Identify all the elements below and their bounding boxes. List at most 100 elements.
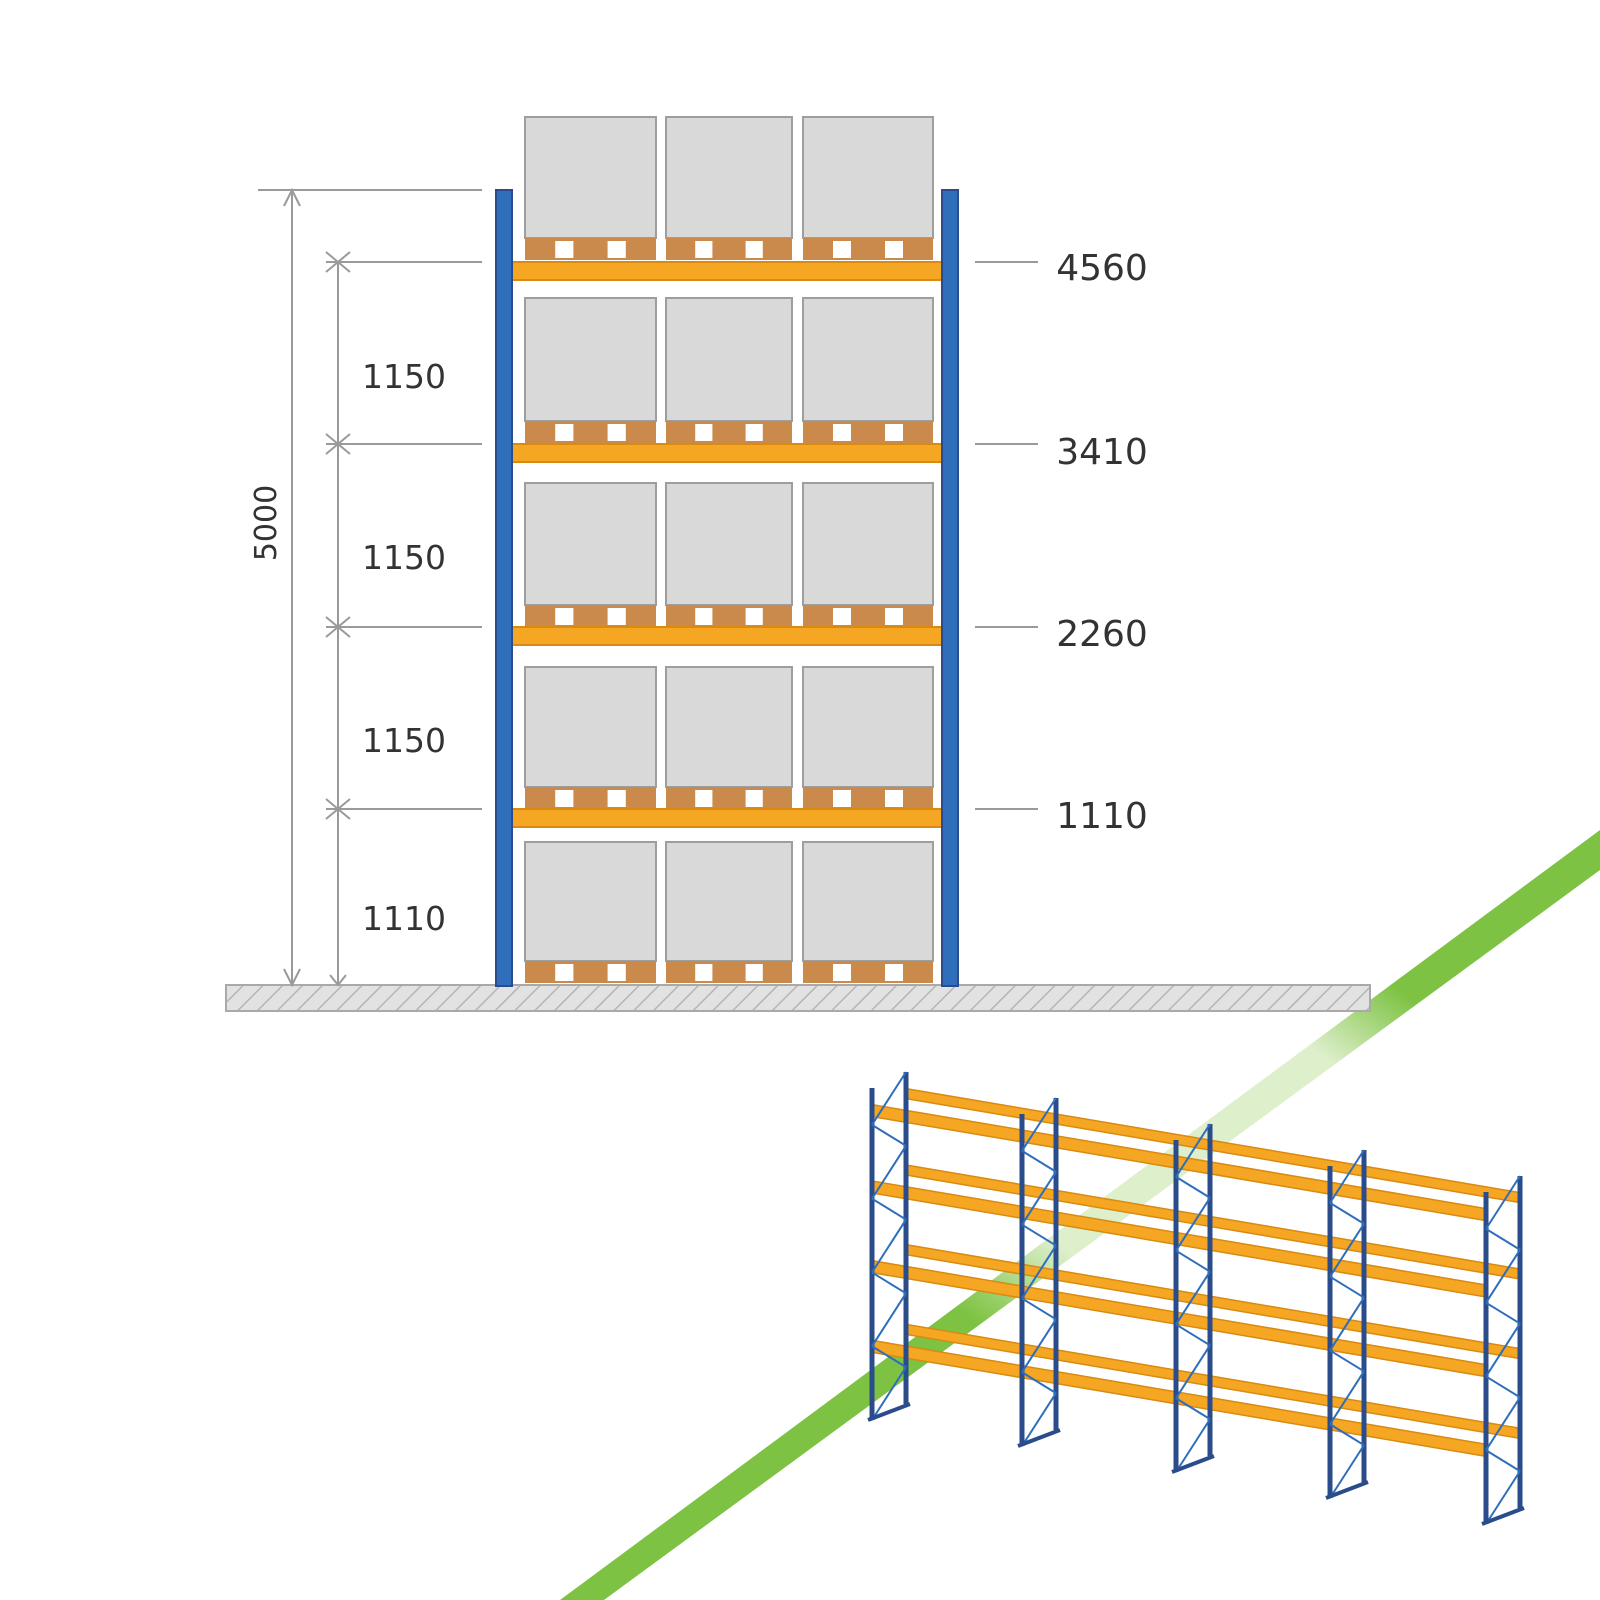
- pallet: [666, 605, 792, 627]
- frame-brace: [1175, 1397, 1211, 1420]
- frame-brace: [1485, 1375, 1521, 1399]
- upright-frame: [1171, 1123, 1215, 1474]
- frame-brace: [1021, 1171, 1057, 1226]
- pallet-opening: [833, 790, 851, 807]
- pallet-opening: [885, 241, 903, 258]
- base-plate: [1481, 1506, 1525, 1526]
- frame-brace: [1021, 1245, 1057, 1299]
- frame-brace: [871, 1292, 907, 1347]
- frame-brace: [1175, 1344, 1211, 1399]
- pallet-load: [802, 666, 934, 788]
- pallet-opening: [555, 964, 574, 981]
- pallet-opening: [833, 608, 851, 625]
- arrow-head: [283, 187, 301, 207]
- upright-frame: [867, 1071, 911, 1422]
- frame-brace: [871, 1145, 907, 1200]
- frame-brace: [1329, 1275, 1365, 1299]
- frame-brace: [1175, 1176, 1211, 1199]
- pallet-opening: [695, 424, 713, 441]
- frame-brace: [871, 1366, 907, 1421]
- frame-brace: [1485, 1470, 1521, 1525]
- dimension-lines: [258, 187, 1038, 988]
- pallet-opening: [745, 964, 763, 981]
- frame-brace: [1175, 1123, 1211, 1178]
- frame-brace: [1329, 1223, 1365, 1278]
- frame-brace: [1485, 1228, 1521, 1251]
- base-plate: [1017, 1428, 1061, 1448]
- pallet-opening: [607, 424, 626, 441]
- level-labels: 4560 3410 2260 1110: [1056, 248, 1148, 837]
- frame-brace: [1021, 1223, 1057, 1247]
- pallet-load: [665, 297, 793, 422]
- pallet: [666, 421, 792, 443]
- pallet-opening: [745, 790, 763, 807]
- spacing-label: 1150: [362, 357, 446, 396]
- green-accent-stripe: [560, 830, 1600, 1600]
- pallet-opening: [833, 964, 851, 981]
- level-label: 1110: [1056, 796, 1148, 837]
- frame-brace: [1175, 1271, 1211, 1325]
- upright-frame: [1481, 1175, 1525, 1526]
- level-label: 3410: [1056, 432, 1148, 473]
- frame-brace: [1021, 1297, 1057, 1321]
- frame-brace: [1021, 1318, 1057, 1373]
- pallet: [803, 238, 933, 260]
- pallet-load: [524, 482, 657, 606]
- pallet-load: [665, 482, 793, 606]
- frame-brace: [1175, 1418, 1211, 1473]
- frame-brace: [1021, 1392, 1057, 1447]
- frame-brace: [1485, 1249, 1521, 1304]
- pallet-opening: [555, 241, 574, 258]
- pallet-opening: [695, 790, 713, 807]
- frame-brace: [1485, 1301, 1521, 1325]
- pallet-load: [665, 666, 793, 788]
- upright-left: [495, 189, 513, 987]
- frame-brace: [871, 1071, 907, 1126]
- frame-brace: [1329, 1297, 1365, 1351]
- pallet: [803, 421, 933, 443]
- level-label: 2260: [1056, 614, 1148, 655]
- base-plate: [1171, 1454, 1215, 1474]
- pallet-opening: [555, 424, 574, 441]
- pallet-load: [665, 116, 793, 239]
- pallet-opening: [695, 964, 713, 981]
- beam: [507, 443, 949, 463]
- pallet: [666, 961, 792, 983]
- pallet-opening: [833, 241, 851, 258]
- floor-slab: [225, 984, 1371, 1012]
- rack-beams: [507, 261, 949, 828]
- frame-brace: [871, 1197, 907, 1221]
- frame-brace: [1329, 1202, 1365, 1225]
- frame-brace: [1485, 1396, 1521, 1451]
- frame-brace: [1329, 1423, 1365, 1446]
- upright-right: [941, 189, 959, 987]
- upright-frame: [1017, 1097, 1061, 1448]
- pallet: [803, 787, 933, 809]
- pallet-opening: [695, 241, 713, 258]
- frame-brace: [1329, 1349, 1365, 1373]
- frame-brace: [1485, 1323, 1521, 1377]
- beam: [507, 626, 949, 646]
- pallet: [525, 961, 656, 983]
- pallet: [525, 787, 656, 809]
- pallet: [666, 787, 792, 809]
- beam: [507, 261, 949, 281]
- frame-brace: [1021, 1097, 1057, 1152]
- beam: [507, 808, 949, 828]
- frame-brace: [1175, 1197, 1211, 1252]
- pallet-opening: [885, 790, 903, 807]
- base-plate: [867, 1402, 911, 1422]
- pallet-load: [802, 841, 934, 962]
- frame-brace: [871, 1271, 907, 1295]
- pallet-opening: [607, 241, 626, 258]
- pallet-load: [802, 116, 934, 239]
- pallet-opening: [745, 241, 763, 258]
- pallet-load: [802, 297, 934, 422]
- tick-mark: [325, 251, 351, 273]
- frame-brace: [1021, 1150, 1057, 1173]
- pallet-opening: [607, 964, 626, 981]
- pallet: [803, 961, 933, 983]
- frame-brace: [1329, 1444, 1365, 1499]
- pallet: [525, 421, 656, 443]
